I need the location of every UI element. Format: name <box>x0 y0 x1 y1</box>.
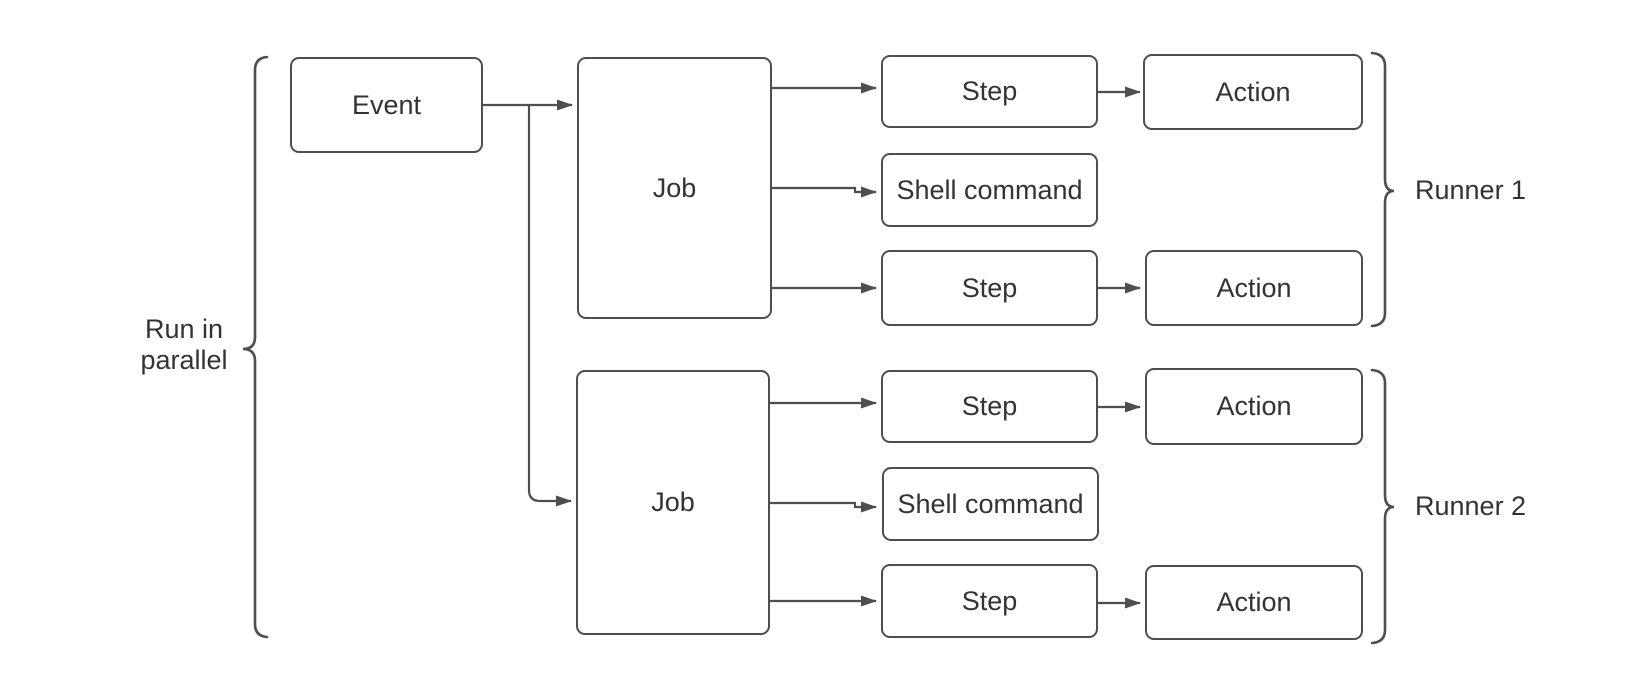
step1-node: Step <box>881 55 1098 128</box>
step3-node: Step <box>881 370 1098 443</box>
action3-node: Action <box>1145 368 1363 445</box>
action2-node: Action <box>1145 250 1363 326</box>
runner1-label: Runner 1 <box>1415 175 1527 205</box>
runner2-brace <box>1370 368 1395 645</box>
job2-node: Job <box>576 370 770 635</box>
parallel-label: Run in parallel <box>84 314 284 376</box>
event-node: Event <box>290 57 483 153</box>
step4-node: Step <box>881 564 1098 638</box>
parallel-brace <box>242 55 269 639</box>
action1-node: Action <box>1143 54 1363 130</box>
shell-command2-node: Shell command <box>882 467 1099 541</box>
runner1-brace <box>1370 51 1395 328</box>
shell-command1-node: Shell command <box>881 153 1098 227</box>
step2-node: Step <box>881 250 1098 326</box>
parallel-label-line2: parallel <box>140 345 228 375</box>
job1-node: Job <box>577 57 772 319</box>
edge-job1-to-shell1 <box>772 186 877 198</box>
action4-node: Action <box>1145 565 1363 640</box>
parallel-label-line1: Run in <box>144 314 224 344</box>
edge-job2-to-shell2 <box>770 501 877 513</box>
runner2-label: Runner 2 <box>1415 491 1527 521</box>
edge-event-to-job2 <box>527 105 572 507</box>
